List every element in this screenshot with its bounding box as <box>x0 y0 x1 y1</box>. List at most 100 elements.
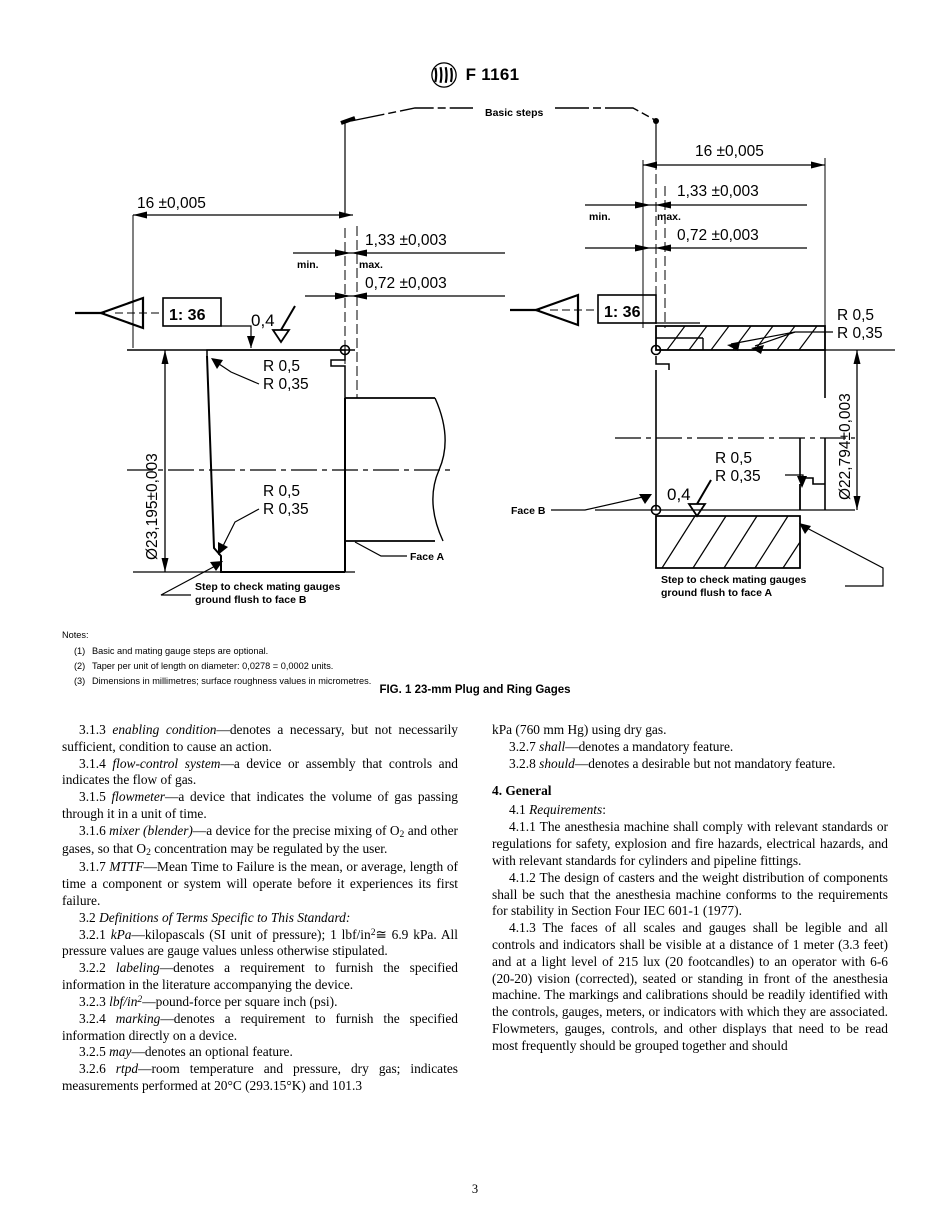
dim-arrow <box>853 350 861 364</box>
figure-technical-drawing: Basic steps 16 ±0,005 1,33 ±0,003 <box>55 98 895 623</box>
right-diameter-dim: Ø22,794±0,003 <box>837 393 854 500</box>
dim-arrow <box>635 244 651 252</box>
para-id: 3.2.2 <box>79 960 106 976</box>
dim-arrow <box>639 494 652 504</box>
document-title: F 1161 <box>465 65 520 84</box>
dim-arrow <box>339 211 353 219</box>
page-number: 3 <box>471 1182 479 1196</box>
left-roughness-value: 0,4 <box>251 311 275 330</box>
astm-logo-icon <box>430 62 457 88</box>
left-length-dim: 16 ±0,005 <box>137 195 206 212</box>
para-text: —denotes a requirement to furnish the sp… <box>62 1010 458 1043</box>
para-term: should <box>539 755 575 771</box>
para-term: kPa <box>110 926 132 942</box>
dim-arrow <box>799 523 811 534</box>
paragraph-3-1-6: 3.1.6 mixer (blender)—a device for the p… <box>62 822 458 859</box>
para-text: —Mean Time to Failure is the mean, or av… <box>62 859 458 908</box>
body-columns: 3.1.3 enabling condition—denotes a neces… <box>62 722 888 1095</box>
dim-arrow <box>655 201 671 209</box>
para-text: —denotes a requirement to furnish the sp… <box>62 960 458 993</box>
para-id: 3.1.3 <box>79 722 106 737</box>
right-radius-upper-leader-b <box>730 331 796 345</box>
para-text: The anesthesia machine shall comply with… <box>492 819 888 868</box>
para-text: —denotes an optional feature. <box>131 1044 293 1060</box>
paragraph-4-1-1: 4.1.1 The anesthesia machine shall compl… <box>492 819 888 869</box>
para-term: rtpd <box>115 1061 139 1077</box>
dim-arrow <box>161 558 169 572</box>
note-item: (1) Basic and mating gauge steps are opt… <box>62 644 582 659</box>
dim-arrow <box>133 211 147 219</box>
note-item: (3) Dimensions in millimetres; surface r… <box>62 674 582 689</box>
para-id: 3.2 <box>79 909 96 925</box>
left-step-note-arrow <box>210 561 223 571</box>
dim-arrow <box>643 161 657 169</box>
paragraph-4-1: 4.1 Requirements: <box>492 802 888 819</box>
para-id: 3.2.7 <box>509 738 536 754</box>
dim-arrow <box>351 292 367 300</box>
right-step-profile-top <box>655 356 670 370</box>
right-radius-upper-1: R 0,5 <box>837 307 874 324</box>
paragraph-3-2-3: 3.2.3 lbf/in2—pound-force per square inc… <box>79 993 338 1009</box>
para-text: : <box>602 802 606 818</box>
left-step-min-dim: 0,72 ±0,003 <box>365 275 447 292</box>
right-max-label: max. <box>657 211 681 223</box>
para-term: labeling <box>115 960 160 976</box>
dim-arrow <box>655 244 671 252</box>
para-text: The faces of all scales and gauges shall… <box>492 920 888 1053</box>
notes-title: Notes: <box>62 630 89 640</box>
left-radius-upper-arrow <box>211 358 223 369</box>
para-term: shall <box>539 738 566 754</box>
page-header: F 1161 <box>0 62 950 88</box>
note-item: (2) Taper per unit of length on diameter… <box>62 659 582 674</box>
para-text: —room temperature and pressure, dry gas;… <box>62 1061 458 1093</box>
figure-caption: FIG. 1 23-mm Plug and Ring Gages <box>379 684 571 696</box>
left-diameter-dim: Ø23,195±0,003 <box>144 453 161 560</box>
left-plug-step-profile <box>206 349 346 398</box>
left-taper-ratio: 1: 36 <box>169 307 206 324</box>
figure-notes: Notes: (1) Basic and mating gauge steps … <box>62 628 582 689</box>
note-number: (1) <box>74 645 86 656</box>
paragraph-4-1-3: 4.1.3 The faces of all scales and gauges… <box>492 920 888 1055</box>
left-radius-lower-leader <box>220 508 260 551</box>
para-id: 3.2.1 <box>79 926 106 942</box>
para-term: lbf/in2 <box>109 993 143 1009</box>
paragraph-continuation: kPa (760 mm Hg) using dry gas. <box>492 722 667 737</box>
left-taper-arrow <box>247 336 255 348</box>
right-radius-lower-2: R 0,35 <box>715 468 761 485</box>
para-id: 4.1 <box>509 802 526 818</box>
right-text-column: kPa (760 mm Hg) using dry gas. 3.2.7 sha… <box>492 722 888 1095</box>
right-step-profile-bottom <box>799 438 825 485</box>
left-radius-lower-2: R 0,35 <box>263 501 309 518</box>
para-term: mixer (blender) <box>109 822 193 838</box>
dim-arrow <box>635 201 651 209</box>
para-id: 3.2.3 <box>79 993 106 1009</box>
para-id: 3.2.5 <box>79 1044 106 1060</box>
left-step-note-line2: ground flush to face B <box>195 594 307 606</box>
para-term: may <box>109 1044 132 1060</box>
para-id: 3.2.4 <box>79 1010 106 1026</box>
basic-steps-leader-right <box>555 107 656 121</box>
right-ring-gage: 16 ±0,005 1,33 ±0,003 min. max. 0,72 ±0,… <box>510 121 895 599</box>
para-text: —a device that indicates the volume of g… <box>62 789 458 822</box>
right-min-label: min. <box>589 211 611 223</box>
paragraph-3-1-7: 3.1.7 MTTF—Mean Time to Failure is the m… <box>62 859 458 909</box>
paragraph-3-2-6: 3.2.6 rtpd—room temperature and pressure… <box>62 1061 458 1095</box>
dim-arrow <box>335 249 351 257</box>
dim-arrow <box>797 476 807 488</box>
note-text: Dimensions in millimetres; surface rough… <box>92 675 372 686</box>
note-number: (3) <box>74 675 86 686</box>
left-step-max-dim: 1,33 ±0,003 <box>365 232 447 249</box>
left-max-label: max. <box>359 259 383 271</box>
basic-steps-label: Basic steps <box>485 107 544 119</box>
dim-arrow <box>161 350 169 364</box>
para-text: —denotes a desirable but not mandatory f… <box>574 755 836 771</box>
dim-arrow <box>853 496 861 510</box>
paragraph-4-1-2: 4.1.2 The design of casters and the weig… <box>492 870 888 920</box>
paragraph-3-2-5: 3.2.5 may—denotes an optional feature. <box>62 1044 458 1061</box>
right-step-note-leader <box>802 525 884 587</box>
right-step-max-dim: 1,33 ±0,003 <box>677 183 759 200</box>
para-id: 4.1.3 <box>509 920 536 936</box>
para-id: 4.1.1 <box>509 819 536 835</box>
para-id: 3.1.6 <box>79 822 106 838</box>
